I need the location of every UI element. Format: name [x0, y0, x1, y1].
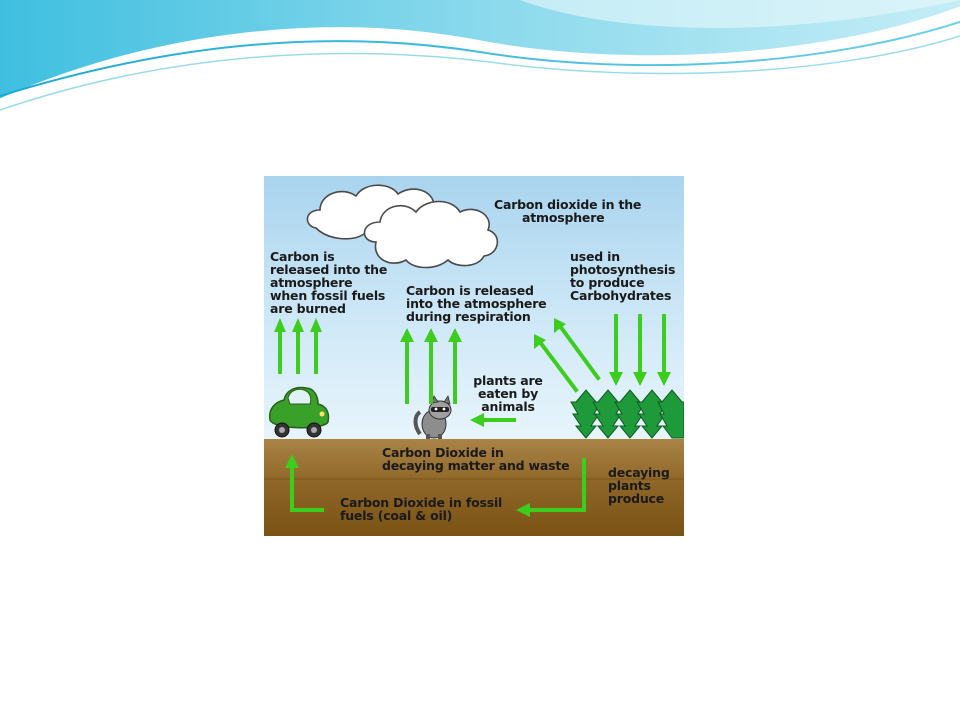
label-atmosphere: Carbon dioxide in the atmosphere [494, 197, 642, 225]
label-decaying-plants: decaying plants produce [608, 465, 670, 506]
pine-tree-icon [570, 389, 684, 439]
arrow-up-left [537, 339, 579, 393]
arrows [278, 314, 666, 512]
arrowheads [274, 318, 671, 517]
raccoon-icon [413, 395, 452, 439]
label-eaten: plants are eaten by animals [473, 373, 543, 414]
soil [264, 439, 684, 536]
label-fossil-release: Carbon is released into the atmosphere w… [270, 249, 388, 316]
label-decaying-matter: Carbon Dioxide in decaying matter and wa… [382, 445, 570, 473]
diagram-artwork [264, 176, 684, 536]
arrow-decay-path [526, 458, 586, 512]
label-fossil-fuels: Carbon Dioxide in fossil fuels (coal & o… [340, 495, 503, 523]
arrow-up-left [557, 323, 601, 381]
label-photosynthesis: used in photosynthesis to produce Carboh… [570, 249, 676, 303]
label-respiration: Carbon is released into the atmosphere d… [406, 283, 547, 324]
arrow-fossil-path [290, 464, 324, 512]
cloud-icon [363, 200, 499, 269]
car-icon [268, 386, 330, 438]
carbon-cycle-diagram: Carbon dioxide in the atmosphere Carbon … [264, 176, 684, 536]
